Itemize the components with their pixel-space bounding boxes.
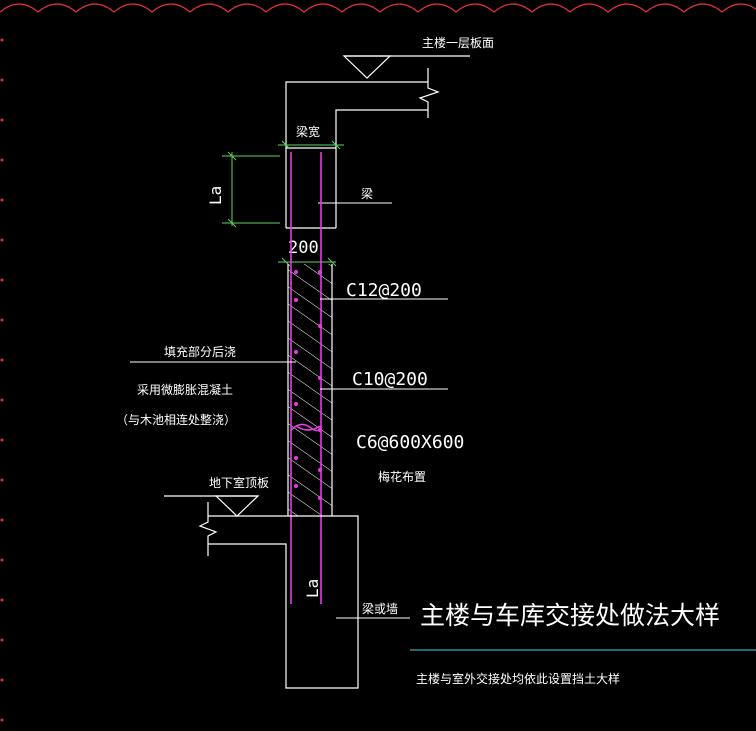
revision-cloud-top xyxy=(0,3,756,13)
upper-structure xyxy=(285,68,440,229)
rebar-c10-label: C10@200 xyxy=(352,369,428,390)
revision-cloud-left xyxy=(0,38,4,722)
basement-roof-label: 地下室顶板 xyxy=(209,475,269,490)
beam-width-dimension xyxy=(278,140,344,150)
floor-level-symbol xyxy=(342,55,470,79)
retaining-wall-label: 梁或墙 xyxy=(362,601,398,616)
pour-note-label: （与木池相连处整浇） xyxy=(116,412,236,427)
floor-slab-label: 主楼一层板面 xyxy=(422,35,494,50)
rebar-c6-label: C6@600X600 xyxy=(356,432,464,453)
sub-title: 主楼与室外交接处均依此设置挡土大样 xyxy=(416,671,620,686)
rebar-dots xyxy=(294,270,322,500)
plum-layout-label: 梅花布置 xyxy=(378,469,426,484)
fill-note-label: 填充部分后浇 xyxy=(164,344,236,359)
dim-200-label: 200 xyxy=(288,238,319,258)
rebar-leaders xyxy=(320,298,448,390)
basement-level-symbol xyxy=(164,495,260,517)
la-top-dimension xyxy=(222,151,280,228)
concrete-note-label: 采用微膨胀混凝土 xyxy=(137,382,233,397)
post-cast-fill xyxy=(288,264,332,516)
gap-column-edges xyxy=(287,264,333,516)
rebar-c12-label: C12@200 xyxy=(346,280,422,301)
beam-width-label: 梁宽 xyxy=(296,124,320,139)
la-bottom-label: La xyxy=(303,579,322,598)
beam-label: 梁 xyxy=(361,186,373,201)
main-title: 主楼与车库交接处做法大样 xyxy=(420,601,720,630)
la-top-label: La xyxy=(206,186,225,205)
lower-structure xyxy=(198,502,359,689)
